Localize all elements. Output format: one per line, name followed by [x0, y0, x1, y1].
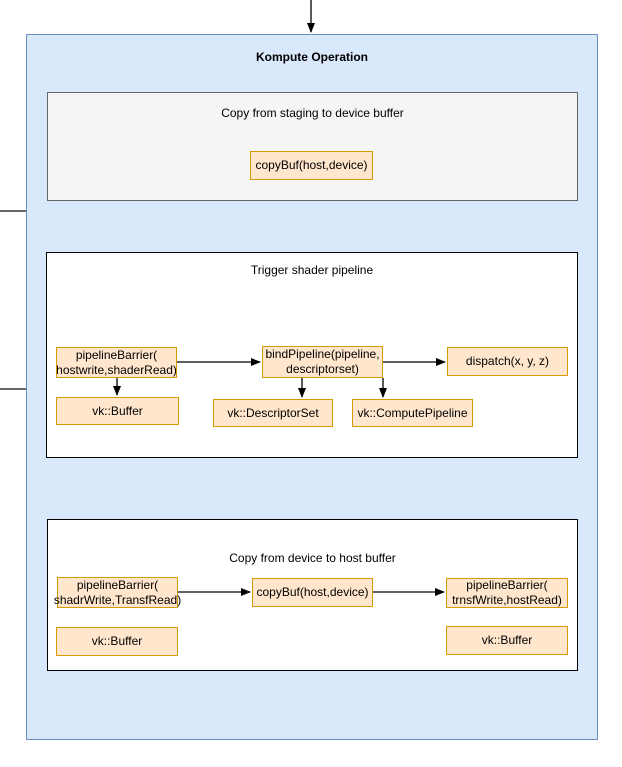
section-title: Copy from staging to device buffer: [221, 106, 404, 120]
node-bind-pipeline: bindPipeline(pipeline, descriptorset): [262, 346, 383, 378]
section-title: Trigger shader pipeline: [250, 263, 374, 277]
section-copy-staging-to-device: Copy from staging to device buffer: [47, 92, 578, 201]
node-copybuf-device: copyBuf(host,device): [252, 578, 373, 607]
node-label: pipelineBarrier( hostwrite,shaderRead): [56, 347, 177, 377]
node-label: pipelineBarrier( trnsfWrite,hostRead): [452, 578, 562, 607]
node-vk-buffer-3: vk::Buffer: [446, 626, 568, 655]
node-dispatch: dispatch(x, y, z): [447, 347, 568, 376]
node-vk-compute-pipeline: vk::ComputePipeline: [352, 399, 473, 427]
node-label: dispatch(x, y, z): [465, 354, 550, 368]
node-label: vk::Buffer: [91, 634, 143, 648]
group-title: Kompute Operation: [255, 50, 368, 64]
node-label: vk::DescriptorSet: [227, 405, 319, 420]
node-pipeline-barrier-hostwrite: pipelineBarrier( hostwrite,shaderRead): [56, 347, 177, 378]
node-vk-descriptor-set: vk::DescriptorSet: [213, 399, 333, 427]
node-label: bindPipeline(pipeline, descriptorset): [265, 347, 380, 376]
node-label: copyBuf(host,device): [256, 585, 369, 599]
node-pipeline-barrier-transferwrite: pipelineBarrier( trnsfWrite,hostRead): [446, 578, 568, 608]
node-vk-buffer-1: vk::Buffer: [56, 397, 179, 425]
node-label: vk::ComputePipeline: [357, 405, 468, 420]
node-vk-buffer-2: vk::Buffer: [56, 627, 178, 656]
node-label: pipelineBarrier( shadrWrite,TransfRead): [53, 577, 182, 607]
section-title: Copy from device to host buffer: [229, 551, 396, 565]
node-pipeline-barrier-shaderwrite: pipelineBarrier( shadrWrite,TransfRead): [53, 577, 182, 608]
node-label: copyBuf(host,device): [255, 158, 368, 172]
node-label: vk::Buffer: [92, 403, 143, 418]
node-copybuf-staging: copyBuf(host,device): [250, 151, 373, 180]
node-label: vk::Buffer: [481, 633, 533, 647]
